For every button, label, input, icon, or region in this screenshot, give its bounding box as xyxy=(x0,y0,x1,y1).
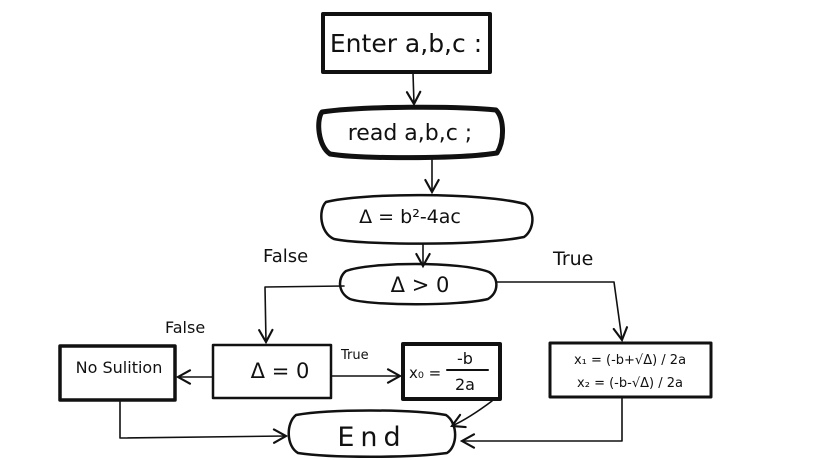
single-root-denominator: 2a xyxy=(455,375,475,394)
edge-label-zero-true: True xyxy=(340,348,369,363)
single-root-lhs: x₀ = xyxy=(409,364,441,382)
delta-calc-node: Δ = b²-4ac xyxy=(320,193,534,245)
edge-positive-false xyxy=(258,285,345,345)
edge-label-positive-false: False xyxy=(263,246,308,267)
start-label: Enter a,b,c : xyxy=(330,29,482,58)
edge-label-positive-true: True xyxy=(552,248,593,270)
edge-nosolution-to-end xyxy=(119,401,289,444)
edge-positive-true xyxy=(496,281,629,343)
decision-delta-zero: Δ = 0 xyxy=(211,343,333,400)
edge-start-to-read xyxy=(405,72,422,107)
decision-delta-positive-label: Δ > 0 xyxy=(391,273,450,297)
end-label: End xyxy=(337,422,406,453)
single-root-node: x₀ = -b 2a xyxy=(401,342,502,401)
two-roots-line1: x₁ = (-b+√Δ) / 2a xyxy=(574,353,686,368)
start-node: Enter a,b,c : xyxy=(321,12,492,74)
delta-calc-label: Δ = b²-4ac xyxy=(359,206,461,228)
read-node: read a,b,c ; xyxy=(316,104,505,161)
two-roots-node: x₁ = (-b+√Δ) / 2a x₂ = (-b-√Δ) / 2a xyxy=(548,341,713,399)
read-label: read a,b,c ; xyxy=(348,121,472,146)
edge-label-zero-false: False xyxy=(165,318,205,337)
edge-singleroot-to-end xyxy=(450,400,493,429)
single-root-numerator: -b xyxy=(457,349,473,368)
two-roots-line2: x₂ = (-b-√Δ) / 2a xyxy=(577,376,683,391)
no-solution-label: No Sulition xyxy=(76,358,163,377)
decision-delta-positive: Δ > 0 xyxy=(338,262,498,306)
decision-delta-zero-label: Δ = 0 xyxy=(251,359,310,383)
edge-tworoots-to-end xyxy=(459,397,623,449)
end-node: End xyxy=(287,409,457,458)
no-solution-node: No Sulition xyxy=(58,344,177,402)
